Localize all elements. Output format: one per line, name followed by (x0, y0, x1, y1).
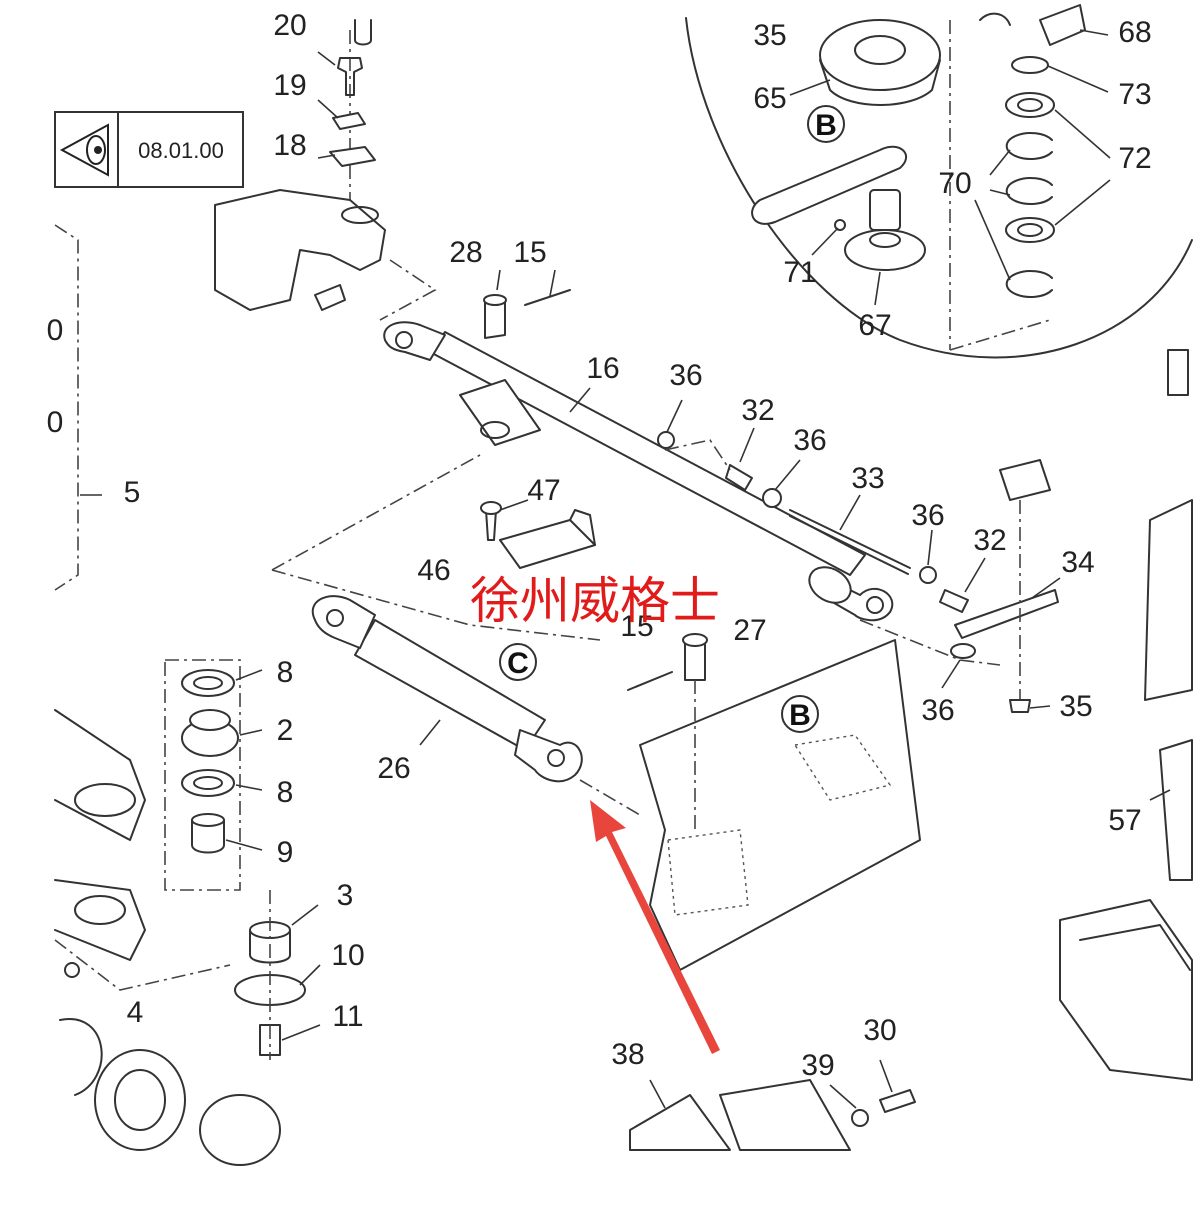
detail-label-b: B (815, 109, 837, 142)
callout-71: 71 (783, 256, 816, 289)
callout-10: 10 (331, 939, 364, 972)
callout-67: 67 (858, 309, 891, 342)
callout-46: 46 (417, 554, 450, 587)
callout-36c: 36 (911, 499, 944, 532)
detail-label-c: C (507, 647, 529, 680)
callout-26: 26 (377, 752, 410, 785)
callout-35: 35 (1059, 690, 1092, 723)
callout-70: 70 (938, 167, 971, 200)
callout-16: 16 (586, 352, 619, 385)
callout-32: 32 (741, 394, 774, 427)
callout-20: 20 (273, 9, 306, 42)
callout-2: 2 (277, 714, 294, 747)
callout-11: 11 (332, 1000, 363, 1033)
callout-19: 19 (273, 69, 306, 102)
callout-73: 73 (1118, 78, 1151, 111)
eye-icon (59, 123, 109, 177)
callout-4: 4 (127, 996, 144, 1029)
linkage (657, 431, 1059, 713)
mounting-plate (639, 639, 921, 971)
callout-38: 38 (611, 1038, 644, 1071)
indicator-arrow (590, 800, 720, 1054)
callout-cut-2: 0 (47, 406, 64, 439)
callout-32b: 32 (973, 524, 1006, 557)
callout-36: 36 (669, 359, 702, 392)
callout-36b: 36 (793, 424, 826, 457)
callout-3: 3 (337, 879, 354, 912)
callout-36d: 36 (921, 694, 954, 727)
reference-box[interactable]: 08.01.00 (54, 111, 244, 188)
callout-18: 18 (273, 129, 306, 162)
callout-27: 27 (733, 614, 766, 647)
callout-68: 68 (1118, 16, 1151, 49)
bushing-stack (54, 659, 306, 1166)
callout-8b: 8 (277, 776, 294, 809)
cylinder-16 (383, 289, 894, 622)
detail-label-b-2: B (789, 699, 811, 732)
callout-labels: 20 19 18 28 15 16 36 32 36 33 36 32 34 3… (47, 9, 1152, 1082)
callout-9: 9 (277, 836, 294, 869)
callout-33: 33 (851, 462, 884, 495)
callout-5: 5 (124, 476, 141, 509)
leader-lines (80, 29, 1171, 1109)
callout-57: 57 (1108, 804, 1141, 837)
callout-72: 72 (1118, 142, 1151, 175)
callout-15: 15 (513, 236, 546, 269)
bracket-38 (629, 1079, 916, 1151)
callout-30: 30 (863, 1014, 896, 1047)
callout-cut-1: 0 (47, 314, 64, 347)
left-frame (54, 224, 79, 591)
callout-34: 34 (1061, 546, 1094, 579)
cylinder-26 (311, 595, 708, 816)
callout-15b: 15 (620, 610, 653, 643)
callout-39: 39 (801, 1049, 834, 1082)
callout-35b: 35 (753, 19, 786, 52)
bracket-assembly (214, 19, 437, 321)
detail-circle (685, 4, 1193, 359)
callout-28: 28 (449, 236, 482, 269)
watermark-text: 徐州威格士 (470, 572, 720, 630)
right-edge-parts (1059, 349, 1193, 1081)
bracket-46 (271, 454, 601, 641)
reference-code: 08.01.00 (138, 138, 224, 163)
callout-47: 47 (527, 474, 560, 507)
callout-65: 65 (753, 82, 786, 115)
callout-8: 8 (277, 656, 294, 689)
